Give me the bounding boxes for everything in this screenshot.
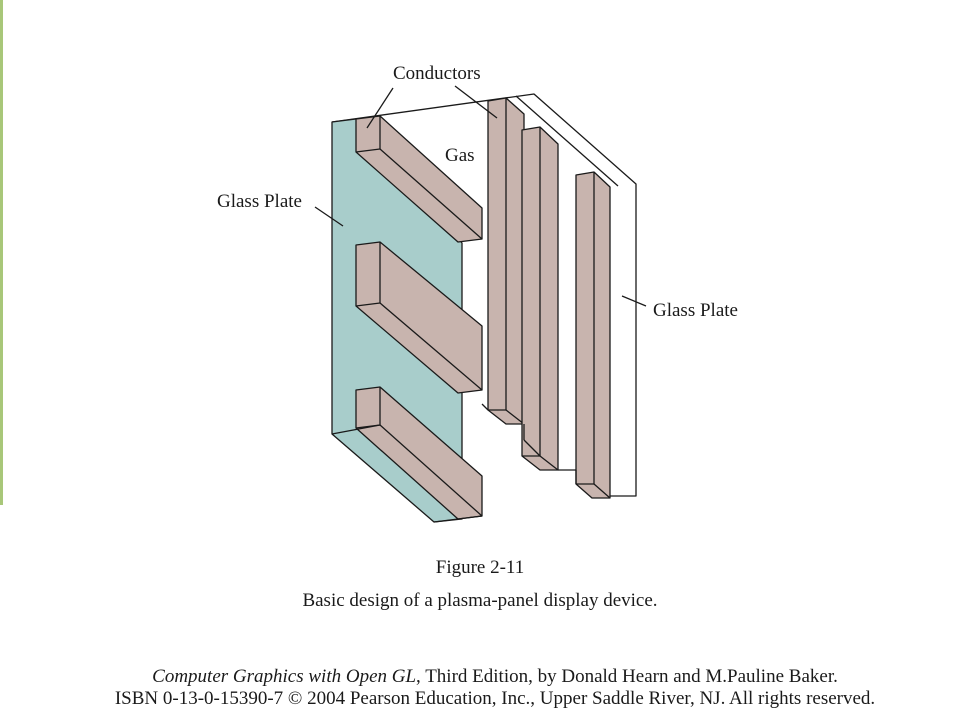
- right-conductor-3: [575, 171, 611, 499]
- footer-line-1-rest: , Third Edition, by Donald Hearn and M.P…: [416, 666, 838, 687]
- slide-left-edge: [0, 0, 3, 505]
- footer-line-1: Computer Graphics with Open GL, Third Ed…: [0, 667, 960, 686]
- label-glass-plate-right: Glass Plate: [653, 300, 738, 321]
- outer-box-back-edge: [515, 95, 619, 187]
- label-gas: Gas: [445, 145, 475, 166]
- figure-number: Figure 2-11: [435, 557, 525, 578]
- book-title: Computer Graphics with Open GL: [152, 666, 417, 687]
- left-conductor-1: [355, 115, 483, 243]
- right-conductor-1: [487, 97, 525, 425]
- leader-glass-left: [314, 206, 344, 227]
- footer-line-2: ISBN 0-13-0-15390-7 © 2004 Pearson Educa…: [114, 688, 876, 709]
- label-glass-plate-left: Glass Plate: [217, 191, 302, 212]
- leader-conductors-right: [454, 85, 498, 119]
- left-conductor-2: [355, 241, 483, 394]
- leader-glass-right: [621, 295, 647, 307]
- right-conductor-2: [521, 126, 559, 471]
- outer-box-outline: [331, 93, 637, 497]
- leader-conductors-left: [366, 87, 394, 129]
- figure-caption: Basic design of a plasma-panel display d…: [302, 590, 658, 611]
- label-conductors: Conductors: [393, 63, 481, 84]
